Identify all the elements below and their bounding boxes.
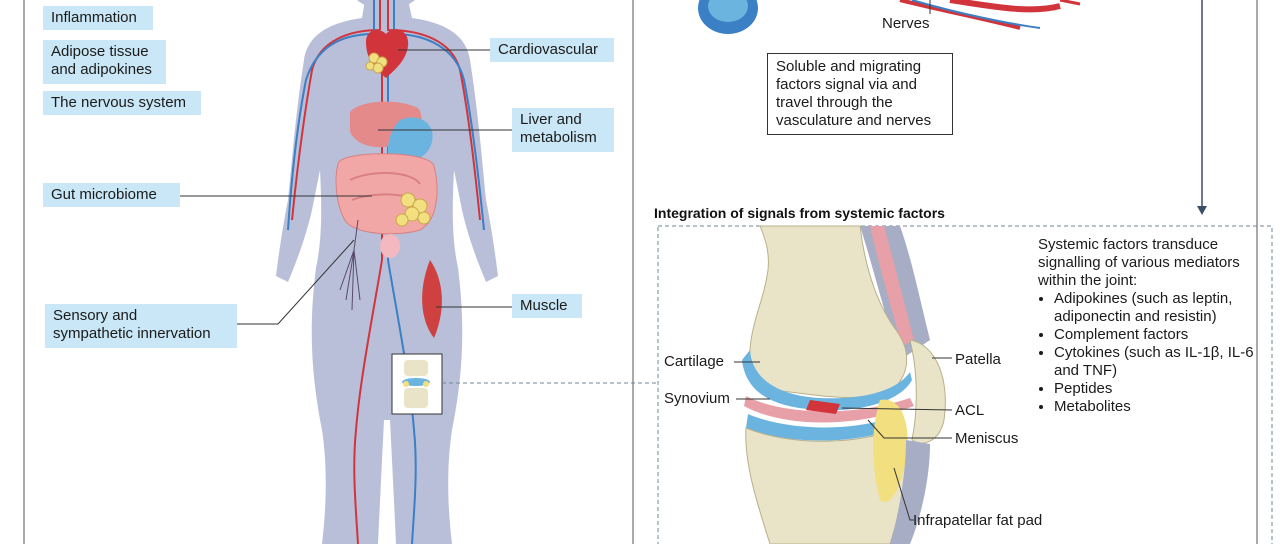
systemic-intro-3: within the joint:: [1038, 272, 1138, 289]
label-gut-microbiome: Gut microbiome: [43, 183, 180, 207]
label-muscle: Muscle: [512, 294, 582, 318]
label-nervous-system: The nervous system: [43, 91, 201, 115]
label-adipose-line-2: and adipokines: [51, 61, 152, 78]
item-adipokines-1: Adipokines (such as leptin,: [1054, 290, 1233, 307]
list-item: Complement factors: [1054, 326, 1258, 344]
label-acl: ACL: [955, 402, 985, 419]
soluble-line-2: factors signal via and: [776, 76, 917, 93]
systemic-intro-2: signalling of various mediators: [1038, 254, 1240, 271]
label-nerves: Nerves: [882, 15, 930, 32]
list-item: Adipokines (such as leptin, adiponectin …: [1054, 290, 1258, 326]
left-leader-lines: [180, 49, 512, 325]
joint-panel-border: [657, 225, 1273, 544]
joint-leader-lines: [734, 357, 953, 521]
label-liver-line-1: Liver and: [520, 111, 582, 128]
soluble-line-1: Soluble and migrating: [776, 58, 922, 75]
label-sensory-line-1: Sensory and: [53, 307, 138, 324]
knee-thumbnail: [391, 353, 443, 415]
knee-joint: [742, 225, 946, 544]
soluble-line-4: vasculature and nerves: [776, 112, 932, 129]
joint-panel-title: Integration of signals from systemic fac…: [654, 205, 945, 221]
label-sensory-line-2: sympathetic innervation: [53, 325, 211, 342]
label-cartilage: Cartilage: [664, 353, 725, 370]
list-item: Peptides: [1054, 380, 1258, 398]
systemic-factors-text: Systemic factors transduce signalling of…: [1038, 236, 1258, 416]
label-adipose-tissue: Adipose tissue and adipokines: [43, 40, 166, 84]
label-liver-metabolism: Liver and metabolism: [512, 108, 614, 152]
top-right-artwork: [698, 0, 1081, 34]
label-inflammation: Inflammation: [43, 6, 153, 30]
label-synovium: Synovium: [664, 390, 730, 407]
label-adipose-line-1: Adipose tissue: [51, 43, 149, 60]
muscle-shape: [422, 260, 442, 338]
item-adipokines-2: adiponectin and resistin): [1054, 308, 1217, 325]
intestines: [335, 153, 438, 235]
item-metabolites: Metabolites: [1054, 398, 1131, 415]
item-peptides: Peptides: [1054, 380, 1113, 397]
list-item: Metabolites: [1054, 398, 1258, 416]
label-liver-line-2: metabolism: [520, 129, 597, 146]
heart: [365, 29, 409, 78]
systemic-intro-1: Systemic factors transduce: [1038, 236, 1219, 253]
blood-vessels: [287, 0, 485, 544]
liver-and-stomach: [350, 101, 433, 164]
signal-arrow: [1197, 0, 1207, 215]
soluble-factors-box: Soluble and migrating factors signal via…: [767, 53, 953, 135]
item-cytokines-1: Cytokines (such as IL-1β, IL-6: [1054, 344, 1254, 361]
item-complement: Complement factors: [1054, 326, 1189, 343]
thigh-nerves: [339, 219, 361, 311]
bladder: [380, 234, 400, 258]
soluble-line-3: travel through the: [776, 94, 893, 111]
label-sensory-innervation: Sensory and sympathetic innervation: [45, 304, 237, 348]
systemic-factor-list: Adipokines (such as leptin, adiponectin …: [1038, 290, 1258, 416]
label-patella: Patella: [955, 351, 1001, 368]
list-item: Cytokines (such as IL-1β, IL-6 and TNF): [1054, 344, 1258, 380]
label-infrapatellar-fat-pad: Infrapatellar fat pad: [913, 512, 1043, 529]
label-meniscus: Meniscus: [955, 430, 1019, 447]
item-cytokines-2: and TNF): [1054, 362, 1118, 379]
label-cardiovascular: Cardiovascular: [490, 38, 614, 62]
